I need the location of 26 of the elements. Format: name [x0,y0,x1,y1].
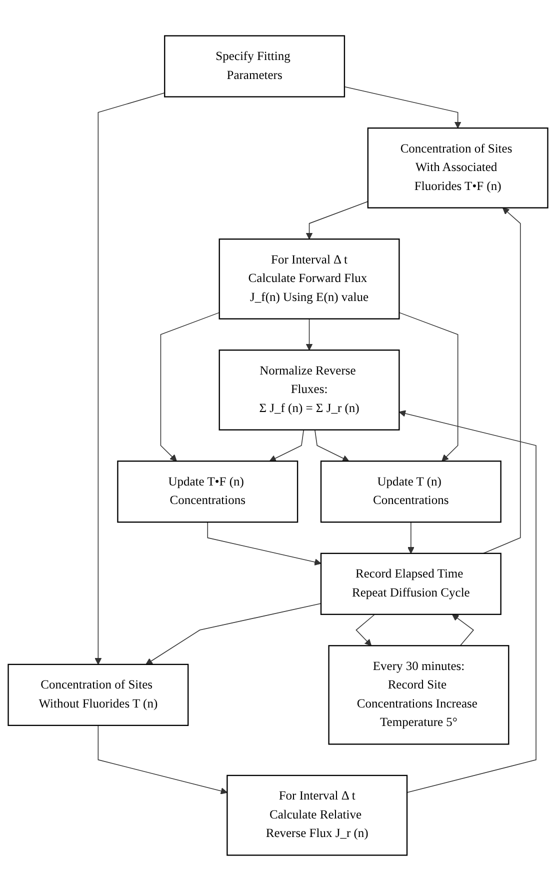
arrow [482,208,521,554]
node-box: Concentration of Sites With Associated Fluorides T•F (n) [367,127,548,208]
node-box: Update T•F (n) Concentrations [117,460,298,523]
node-box: Every 30 minutes: Record Site Concentrations Increase Temperature 5° [328,645,510,745]
node-box: Concentration of Sites Without Fluorides T (n) [8,664,189,726]
arrow [146,603,322,665]
arrow [407,522,414,554]
arrow [398,410,536,793]
node-box: For Interval Δ t Calculate Relative Reverse Flux J_r (n) [226,774,408,856]
node-box: Update T (n) Concentrations [320,460,502,523]
arrow [314,429,350,462]
arrow [306,201,368,240]
node-box: Record Elapsed Time Repeat Diffusion Cycle [320,552,502,615]
arrow [160,312,220,462]
arrow [94,92,166,665]
node-box: Specify Fitting Parameters [164,35,346,98]
arrow [398,312,458,462]
arrow [356,614,376,646]
node-box: For Interval Δ t Calculate Forward Flux J_f(n) Using E(n) value [218,238,400,320]
arrow [269,429,304,462]
arrow [207,522,322,566]
node-box: Normalize Reverse Fluxes: Σ J_f (n) = Σ J_r (n) [218,350,400,430]
arrow [452,614,474,646]
arrow [98,725,228,794]
arrow [306,318,313,350]
arrow [344,86,462,128]
